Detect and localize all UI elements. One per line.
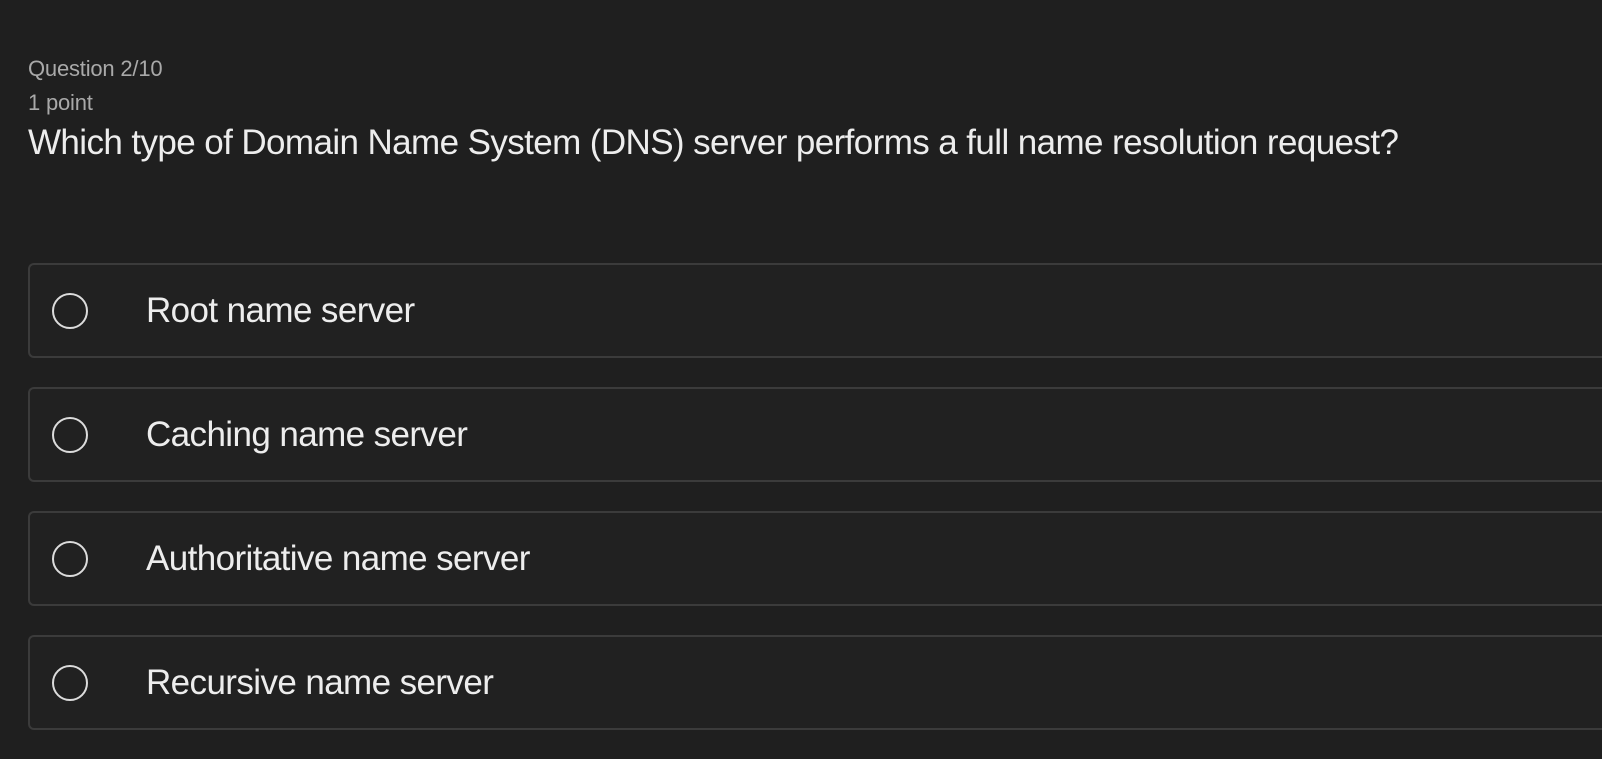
answer-option-recursive[interactable]: Recursive name server <box>28 635 1602 730</box>
answer-option-label: Recursive name server <box>146 662 494 702</box>
answer-option-label: Root name server <box>146 290 415 330</box>
question-text: Which type of Domain Name System (DNS) s… <box>28 123 1399 162</box>
radio-button-icon[interactable] <box>52 540 88 577</box>
answer-option-label: Authoritative name server <box>146 538 530 578</box>
radio-button-icon[interactable] <box>52 416 88 453</box>
radio-button-icon[interactable] <box>52 292 88 329</box>
answer-option-root[interactable]: Root name server <box>28 263 1602 358</box>
answer-option-caching[interactable]: Caching name server <box>28 387 1602 482</box>
question-header: Question 2/10 1 point Which type of Doma… <box>28 52 1588 166</box>
question-number: Question 2/10 <box>28 56 163 81</box>
answer-option-label: Caching name server <box>146 414 468 454</box>
answer-options: Root name server Caching name server Aut… <box>28 263 1602 759</box>
answer-option-authoritative[interactable]: Authoritative name server <box>28 511 1602 606</box>
question-points: 1 point <box>28 90 93 115</box>
radio-button-icon[interactable] <box>52 664 88 701</box>
